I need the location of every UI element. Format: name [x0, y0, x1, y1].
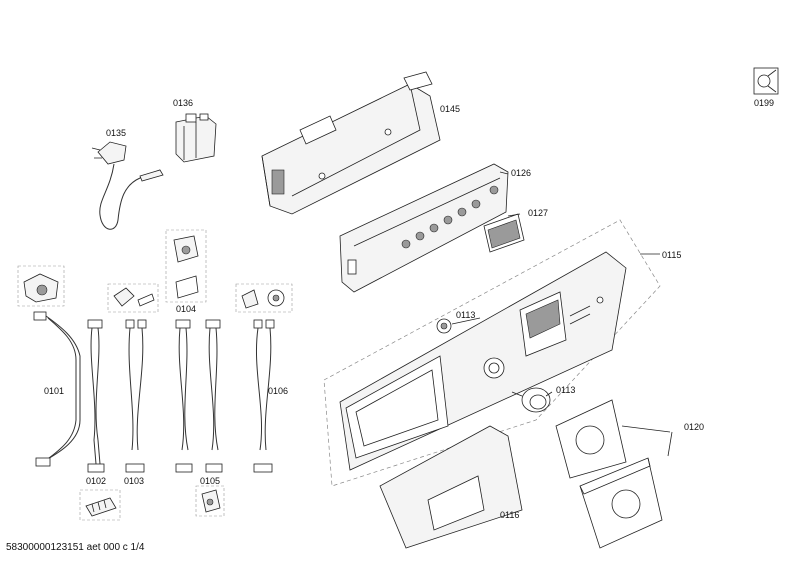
connector-0105: [195, 485, 225, 517]
cover-plates: [555, 399, 673, 549]
document-footer: 58300000123151 aet 000 c 1/4: [6, 542, 145, 553]
label-0116: 0116: [500, 510, 520, 520]
power-cord: [91, 141, 164, 230]
label-0199: 0199: [754, 98, 775, 108]
cable-harness-0103: [125, 319, 147, 473]
cable-harness-0105: [205, 319, 223, 473]
label-0106: 0106: [268, 386, 289, 396]
cable-harness-0102: [87, 319, 105, 473]
leader-lines: [451, 171, 660, 397]
control-panel: [323, 219, 661, 487]
label-0113-top: 0113: [456, 310, 476, 320]
drawer-handle: [379, 425, 523, 549]
label-0145: 0145: [440, 104, 461, 114]
interference-filter: [175, 113, 217, 163]
label-0127: 0127: [528, 208, 549, 218]
cable-harness-0101: [33, 311, 81, 467]
label-0113-right: 0113: [556, 385, 576, 395]
label-0101: 0101: [44, 386, 65, 396]
label-0126: 0126: [511, 168, 532, 178]
label-0136: 0136: [173, 98, 194, 108]
label-0104: 0104: [176, 304, 197, 314]
cable-harness-0106: [253, 319, 275, 473]
label-0102: 0102: [86, 476, 107, 486]
display-cover: [483, 213, 525, 253]
label-0120: 0120: [684, 422, 705, 432]
label-0115: 0115: [662, 250, 682, 260]
connector-kit-0104: [165, 229, 207, 303]
label-0105: 0105: [200, 476, 221, 486]
label-0103: 0103: [124, 476, 145, 486]
pressure-sensor: [17, 265, 65, 307]
knob-large: [511, 387, 551, 413]
connector-kit-0106: [235, 283, 293, 313]
connector-kit-0103: [107, 283, 159, 313]
control-module: [339, 163, 509, 293]
terminal-block-0102: [79, 489, 121, 521]
service-tool-icon: [753, 67, 779, 95]
cable-harness-0104: [175, 319, 193, 473]
knob-small: [436, 318, 452, 334]
label-0135: 0135: [106, 128, 127, 138]
electronic-module: [261, 71, 441, 215]
